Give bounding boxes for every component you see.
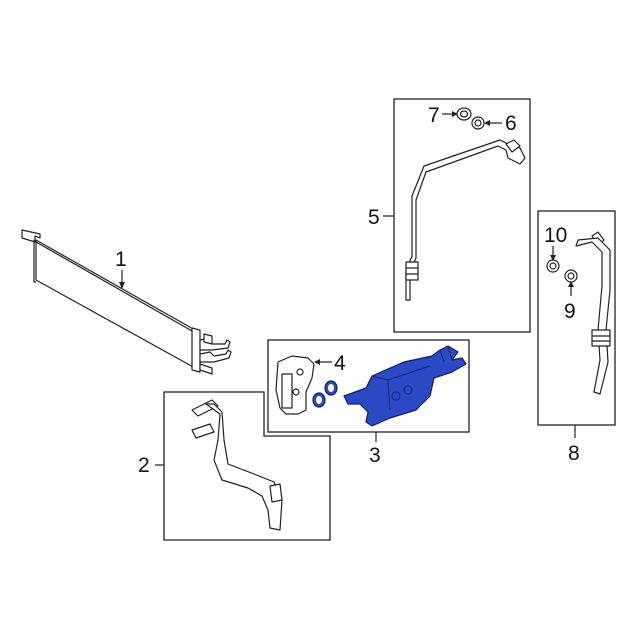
part-3-o-rings[interactable] [312, 380, 338, 408]
part-1-cooler[interactable] [21, 229, 232, 375]
callout-1: 1 [115, 248, 127, 271]
part-8-box [537, 210, 616, 426]
callout-9: 9 [564, 300, 576, 323]
part-6-seal[interactable] [471, 116, 485, 130]
callout-5: 5 [368, 206, 380, 229]
part-7-nut[interactable] [456, 107, 472, 121]
part-2-tube[interactable] [191, 399, 283, 531]
callout-2: 2 [138, 454, 150, 477]
part-2-box [163, 391, 331, 541]
part-8-tube[interactable] [575, 231, 611, 395]
callout-8: 8 [568, 442, 580, 465]
callout-6: 6 [505, 112, 517, 135]
part-10-nut[interactable] [546, 259, 560, 273]
callout-4: 4 [334, 352, 346, 375]
callout-10: 10 [544, 224, 567, 247]
callout-7: 7 [428, 104, 440, 127]
callout-3: 3 [369, 444, 381, 467]
part-9-seal[interactable] [564, 269, 578, 283]
part-3-box [267, 339, 470, 433]
part-4-housing[interactable] [275, 355, 315, 415]
part-3-cooler-assembly[interactable] [343, 345, 467, 427]
part-5-tube[interactable] [405, 139, 526, 301]
leader-lines [119, 111, 576, 466]
